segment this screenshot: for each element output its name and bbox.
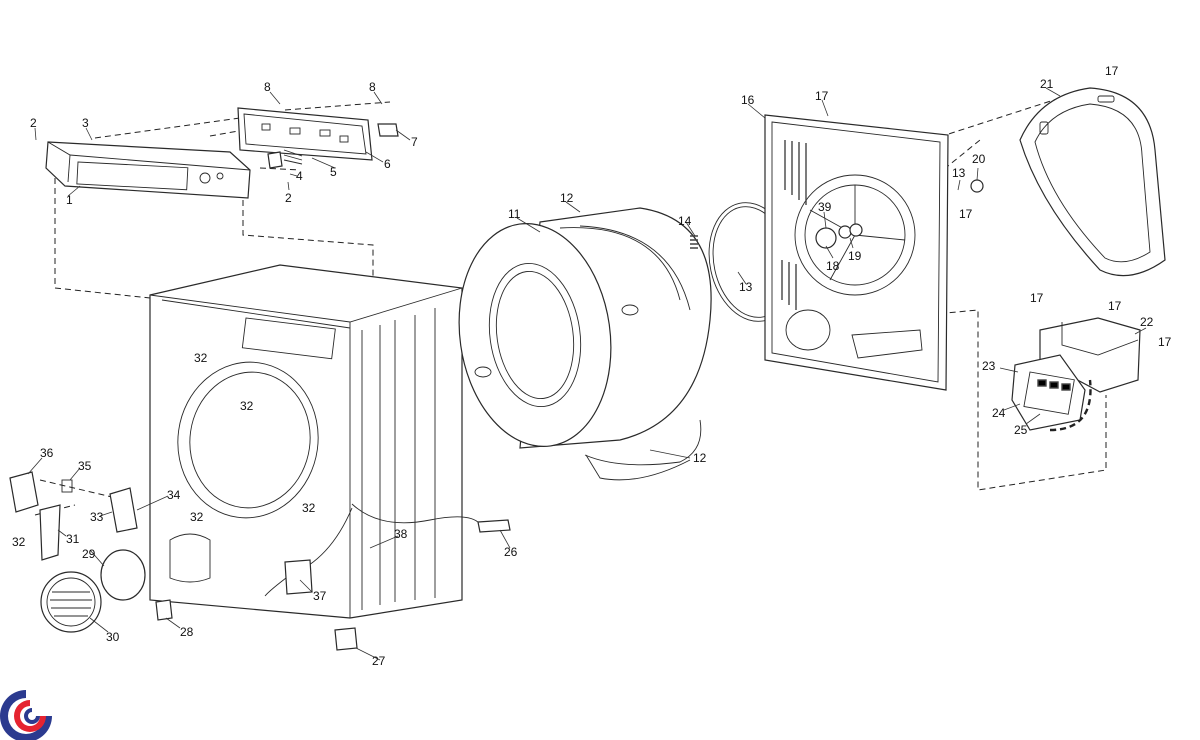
callout-8: 8 (369, 80, 376, 94)
control-panel (45, 141, 251, 199)
callout-20: 20 (972, 152, 986, 166)
callout-2: 2 (285, 191, 292, 205)
callout-17: 17 (1158, 335, 1172, 349)
callout-32: 32 (12, 535, 26, 549)
callout-24: 24 (992, 406, 1006, 420)
callout-8: 8 (264, 80, 271, 94)
cabinet (149, 264, 481, 619)
callout-labels: 1 2 2 3 4 5 6 7 8 8 11 12 12 13 13 14 16… (12, 64, 1172, 668)
callout-17: 17 (959, 207, 973, 221)
callout-32: 32 (240, 399, 254, 413)
rear-panel (764, 114, 984, 391)
callout-34: 34 (167, 488, 181, 502)
callout-2: 2 (30, 116, 37, 130)
callout-38: 38 (394, 527, 408, 541)
callout-28: 28 (180, 625, 194, 639)
brand-logo (0, 690, 52, 740)
callout-36: 36 (40, 446, 54, 460)
callout-3: 3 (82, 116, 89, 130)
front-small-parts (9, 471, 511, 651)
callout-17: 17 (815, 89, 829, 103)
callout-7: 7 (411, 135, 418, 149)
callout-32: 32 (302, 501, 316, 515)
callout-29: 29 (82, 547, 96, 561)
callout-22: 22 (1140, 315, 1154, 329)
leader-lines (27, 87, 1147, 661)
callout-39: 39 (818, 200, 832, 214)
callout-4: 4 (296, 169, 303, 183)
callout-21: 21 (1040, 77, 1054, 91)
duct-cover (1019, 87, 1166, 277)
callout-12: 12 (560, 191, 574, 205)
callout-6: 6 (384, 157, 391, 171)
callout-23: 23 (982, 359, 996, 373)
callout-13: 13 (952, 166, 966, 180)
callout-37: 37 (313, 589, 327, 603)
heater-assembly (1011, 317, 1141, 432)
drum (458, 207, 712, 481)
callout-13: 13 (739, 280, 753, 294)
callout-17: 17 (1108, 299, 1122, 313)
control-board (237, 107, 399, 169)
callout-27: 27 (372, 654, 386, 668)
callout-17: 17 (1105, 64, 1119, 78)
callout-5: 5 (330, 165, 337, 179)
callout-16: 16 (741, 93, 755, 107)
callout-18: 18 (826, 259, 840, 273)
callout-31: 31 (66, 532, 80, 546)
callout-30: 30 (106, 630, 120, 644)
callout-25: 25 (1014, 423, 1028, 437)
callout-33: 33 (90, 510, 104, 524)
callout-11: 11 (508, 207, 521, 221)
callout-32: 32 (190, 510, 204, 524)
callout-1: 1 (66, 193, 73, 207)
callout-26: 26 (504, 545, 518, 559)
callout-17: 17 (1030, 291, 1044, 305)
callout-35: 35 (78, 459, 92, 473)
callout-14: 14 (678, 214, 692, 228)
callout-19: 19 (848, 249, 862, 263)
callout-32: 32 (194, 351, 208, 365)
callout-12: 12 (693, 451, 707, 465)
